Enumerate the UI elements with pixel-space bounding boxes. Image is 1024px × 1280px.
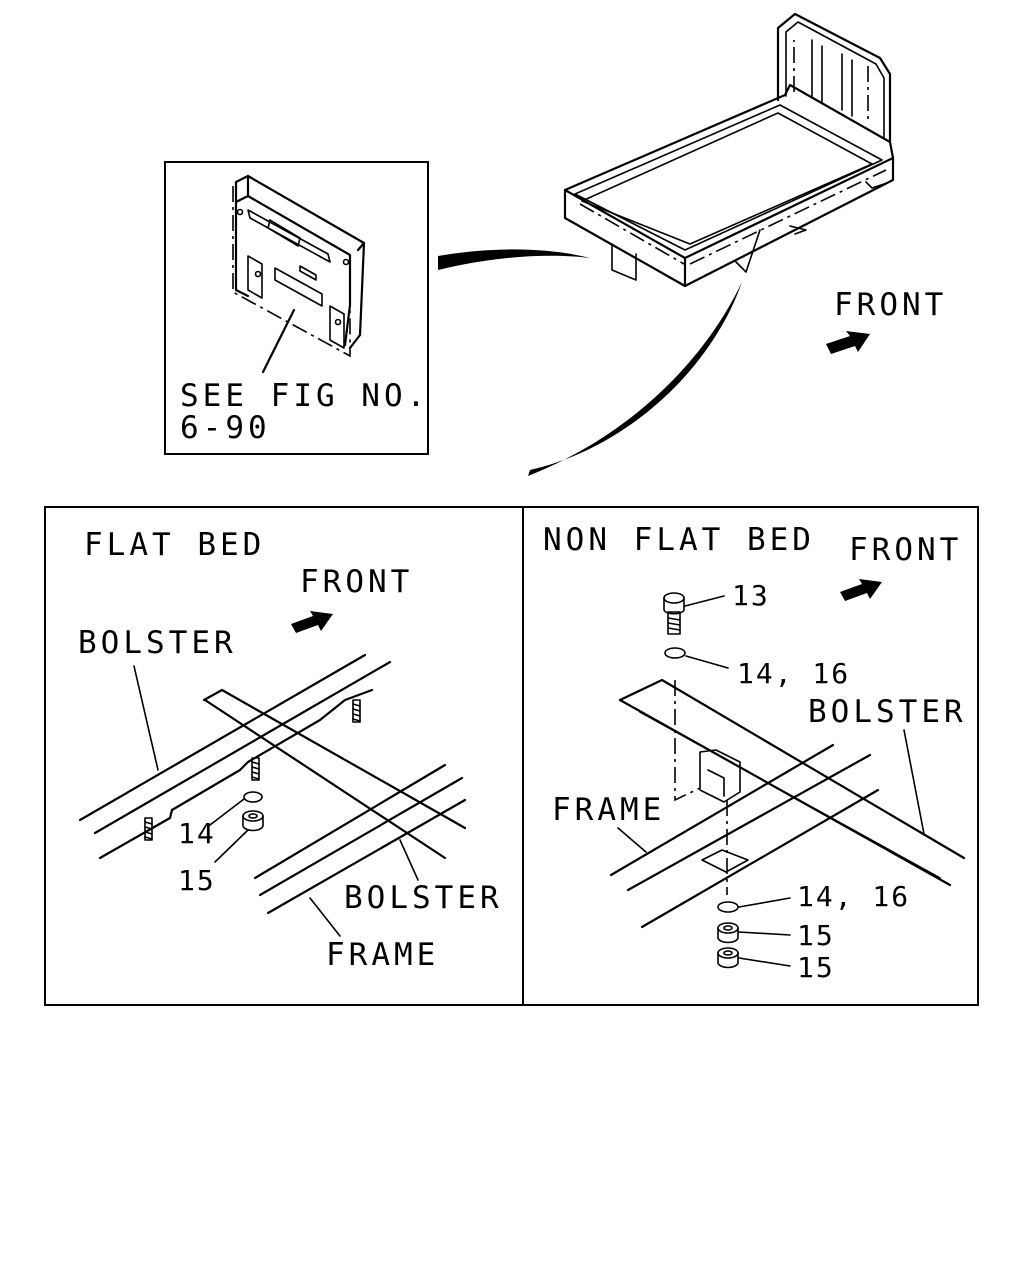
callout-15: 15 (178, 864, 216, 897)
non-flat-bed-front-label: FRONT (849, 532, 962, 568)
leader-14-16-lower (738, 897, 791, 908)
washer-icon (243, 791, 263, 803)
leader-13 (684, 595, 725, 607)
callout-14-16-upper: 14, 16 (737, 657, 850, 690)
top-front-label: FRONT (834, 287, 947, 323)
detail-frame (44, 506, 979, 1006)
flat-bed-front-label: FRONT (300, 564, 413, 600)
inset-panel: SEE FIG NO. 6-90 (164, 161, 429, 455)
non-flat-bed-front-arrow-icon (840, 579, 882, 601)
leader-15-lower (738, 957, 791, 967)
leader-14 (209, 798, 245, 826)
flat-bed-frame-leader (309, 897, 341, 937)
non-flat-bed-panel: NON FLAT BED FRONT 13 14, 16 BOLSTER (543, 522, 967, 984)
bolt-icon (663, 592, 685, 635)
non-flat-bed-bolster-label: BOLSTER (808, 694, 967, 730)
stud-bolt-icon (352, 699, 361, 723)
inset-pointer-curve (438, 249, 590, 270)
flat-bed-bolster-lower-leader (399, 839, 419, 881)
inset-frame (164, 161, 429, 455)
flat-bed-frame-label: FRAME (326, 937, 439, 973)
stud-bolt-icon (251, 757, 260, 781)
flat-bed-title: FLAT BED (84, 527, 265, 563)
non-flat-bed-title: NON FLAT BED (543, 522, 815, 558)
non-flat-bed-frame-leader (617, 827, 647, 853)
inset-leader-line (261, 308, 296, 374)
top-front-arrow-icon (826, 331, 870, 354)
flat-bed-bolster-label-upper: BOLSTER (78, 625, 237, 661)
stud-bolt-icon (144, 817, 153, 841)
flat-bed-bolster-leader (133, 665, 159, 771)
callout-14-16-lower: 14, 16 (797, 880, 910, 913)
washer-icon (717, 901, 739, 913)
nut-icon (242, 810, 264, 832)
leader-15 (214, 829, 249, 863)
leader-15-upper (738, 931, 791, 936)
callout-14: 14 (178, 817, 216, 850)
non-flat-bed-frame-label: FRAME (552, 792, 665, 828)
callout-13: 13 (732, 579, 770, 612)
flat-bed-panel: FLAT BED FRONT BOLSTER (78, 527, 503, 973)
flat-bed-front-arrow-icon (291, 611, 333, 633)
washer-icon (664, 647, 686, 659)
callout-15-lower: 15 (797, 951, 835, 984)
nut-icon (717, 922, 739, 944)
leader-14-16-upper (685, 655, 729, 669)
detail-pointer-curve (528, 282, 742, 476)
callout-15-upper: 15 (797, 919, 835, 952)
nut-icon (717, 947, 739, 969)
inset-caption-line2: 6-90 (180, 410, 271, 446)
truck-bed-drawing (563, 12, 895, 288)
inset-caption-line1: SEE FIG NO. (180, 378, 429, 414)
flat-bed-bolster-label-lower: BOLSTER (344, 880, 503, 916)
non-flat-bed-bolster-leader (903, 729, 925, 835)
gate-bracket-drawing (232, 174, 366, 358)
